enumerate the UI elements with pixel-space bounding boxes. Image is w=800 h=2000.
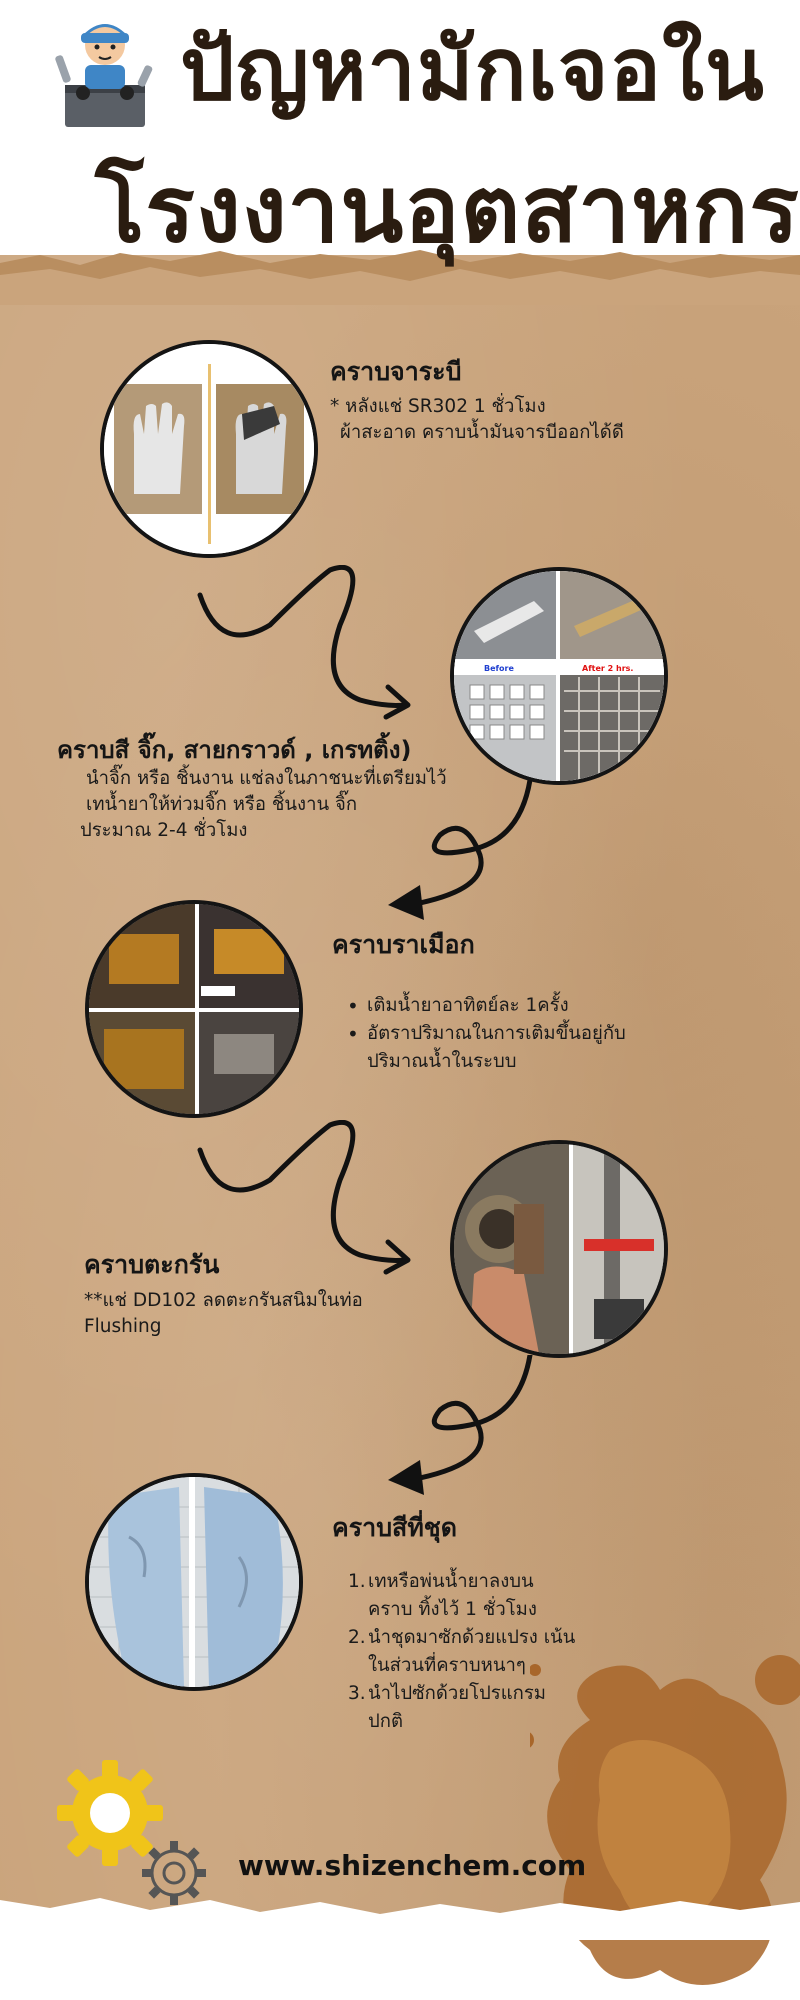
section-body: นำจิ๊ก หรือ ชิ้นงาน แช่ลงในภาชนะที่เตรีย…	[80, 766, 447, 844]
list-item-continuation: ปริมาณน้ำในระบบ	[367, 1051, 517, 1072]
section-heading: คราบตะกรัน	[84, 1250, 220, 1279]
gloves-before-after-photo	[100, 340, 318, 558]
torn-paper-edge-top	[0, 250, 800, 305]
slime-tank-photo	[85, 900, 303, 1118]
list-item-line: เทหรือพ่นน้ำยาลงบน	[368, 1571, 534, 1592]
bullet-list: เติมน้ำยาอาทิตย์ละ 1ครั้ง อัตราปริมาณในก…	[345, 992, 626, 1076]
section-heading: คราบสีที่ชุด	[332, 1513, 457, 1542]
list-item: เติมน้ำยาอาทิตย์ละ 1ครั้ง	[345, 992, 626, 1020]
pipe-scale-photo	[450, 1140, 668, 1358]
list-number: 2.	[348, 1627, 366, 1648]
list-item: 3. นำไปซักด้วยโปรแกรม ปกติ	[348, 1680, 575, 1736]
grey-gear-icon	[142, 1841, 206, 1905]
section-heading: คราบสี จิ๊ก, สายกราวด์ , เกรทติ้ง)	[57, 736, 412, 764]
squiggle-arrow-icon	[197, 1120, 411, 1275]
list-number: 3.	[348, 1683, 366, 1704]
list-item: 2. นำชุดมาซักด้วยแปรง เน้น ในส่วนที่คราบ…	[348, 1624, 575, 1680]
torn-paper-edge-bottom	[0, 1898, 800, 1940]
list-item: 1. เทหรือพ่นน้ำยาลงบน คราบ ทิ้งไว้ 1 ชั่…	[348, 1568, 575, 1624]
coffee-stain-decoration	[530, 1655, 800, 1985]
list-item-line: ในส่วนที่คราบหนาๆ	[368, 1655, 526, 1676]
header	[0, 0, 800, 275]
loop-arrow-icon	[388, 1355, 533, 1495]
website-link[interactable]: www.shizenchem.com	[238, 1849, 587, 1882]
squiggle-arrow-icon	[197, 565, 411, 720]
list-item-line: นำไปซักด้วยโปรแกรม	[368, 1683, 546, 1704]
list-item: อัตราปริมาณในการเติมขึ้นอยู่กับ	[345, 1020, 626, 1048]
section-heading: คราบจาระบี	[330, 357, 462, 386]
numbered-list: 1. เทหรือพ่นน้ำยาลงบน คราบ ทิ้งไว้ 1 ชั่…	[348, 1568, 575, 1736]
list-item-line: คราบ ทิ้งไว้ 1 ชั่วโมง	[368, 1599, 537, 1620]
body-line: Flushing	[84, 1316, 162, 1337]
body-line: ผ้าสะอาด คราบน้ำมันจารบีออกได้ดี	[340, 422, 624, 443]
section-body: * หลังแช่ SR302 1 ชั่วโมง ผ้าสะอาด คราบน…	[330, 394, 624, 446]
jig-grating-photo: Before After 2 hrs.	[450, 567, 668, 785]
yellow-gear-icon	[57, 1760, 163, 1866]
page-title-line-2: โรงงานอุตสาหกรรม	[95, 156, 800, 263]
list-number: 1.	[348, 1571, 366, 1592]
body-line: ประมาณ 2-4 ชั่วโมง	[80, 820, 248, 841]
body-line: เทน้ำยาให้ท่วมจิ๊ก หรือ ชิ้นงาน จิ๊ก	[86, 794, 358, 815]
uniform-stain-photo	[85, 1473, 303, 1691]
body-line: นำจิ๊ก หรือ ชิ้นงาน แช่ลงในภาชนะที่เตรีย…	[86, 768, 447, 789]
list-item-line: ปกติ	[368, 1711, 403, 1732]
body-line: **แช่ DD102 ลดตะกรันสนิมในท่อ	[84, 1290, 363, 1311]
body-line: * หลังแช่ SR302 1 ชั่วโมง	[330, 396, 546, 417]
section-heading: คราบราเมือก	[332, 930, 475, 959]
photo-label-after: After 2 hrs.	[582, 664, 633, 673]
mechanic-icon	[55, 24, 153, 127]
loop-arrow-icon	[388, 780, 533, 920]
photo-label-before: Before	[484, 664, 514, 673]
section-body: **แช่ DD102 ลดตะกรันสนิมในท่อ Flushing	[84, 1288, 363, 1340]
list-item-line: นำชุดมาซักด้วยแปรง เน้น	[368, 1627, 576, 1648]
page-title-line-1: ปัญหามักเจอใน	[180, 20, 765, 120]
